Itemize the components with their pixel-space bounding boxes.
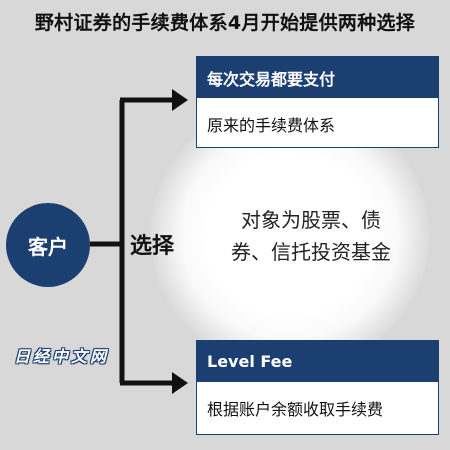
- choice-label: 选择: [130, 234, 175, 259]
- customer-label: 客户: [28, 234, 68, 259]
- top-arrow-head: [172, 89, 188, 111]
- scope-note-line-1: 对象为股票、债: [241, 208, 381, 232]
- bottom-arrow-head: [172, 372, 188, 394]
- option-box-level-fee: Level Fee 根据账户余额收取手续费: [196, 340, 439, 435]
- option-body-per-trade: 原来的手续费体系: [207, 116, 336, 135]
- option-heading-per-trade: 每次交易都要支付: [197, 57, 438, 98]
- watermark-logo: 日经中文网: [14, 347, 110, 366]
- scope-note: 对象为股票、债 券、信托投资基金: [206, 204, 416, 268]
- diagram-title: 野村证券的手续费体系4月开始提供两种选择: [34, 12, 416, 34]
- option-box-per-trade: 每次交易都要支付 原来的手续费体系: [196, 56, 439, 148]
- scope-note-line-2: 券、信托投资基金: [231, 240, 391, 264]
- option-heading-level-fee: Level Fee: [197, 341, 438, 382]
- option-body-level-fee: 根据账户余额收取手续费: [207, 400, 384, 419]
- customer-node: 客户: [6, 203, 90, 287]
